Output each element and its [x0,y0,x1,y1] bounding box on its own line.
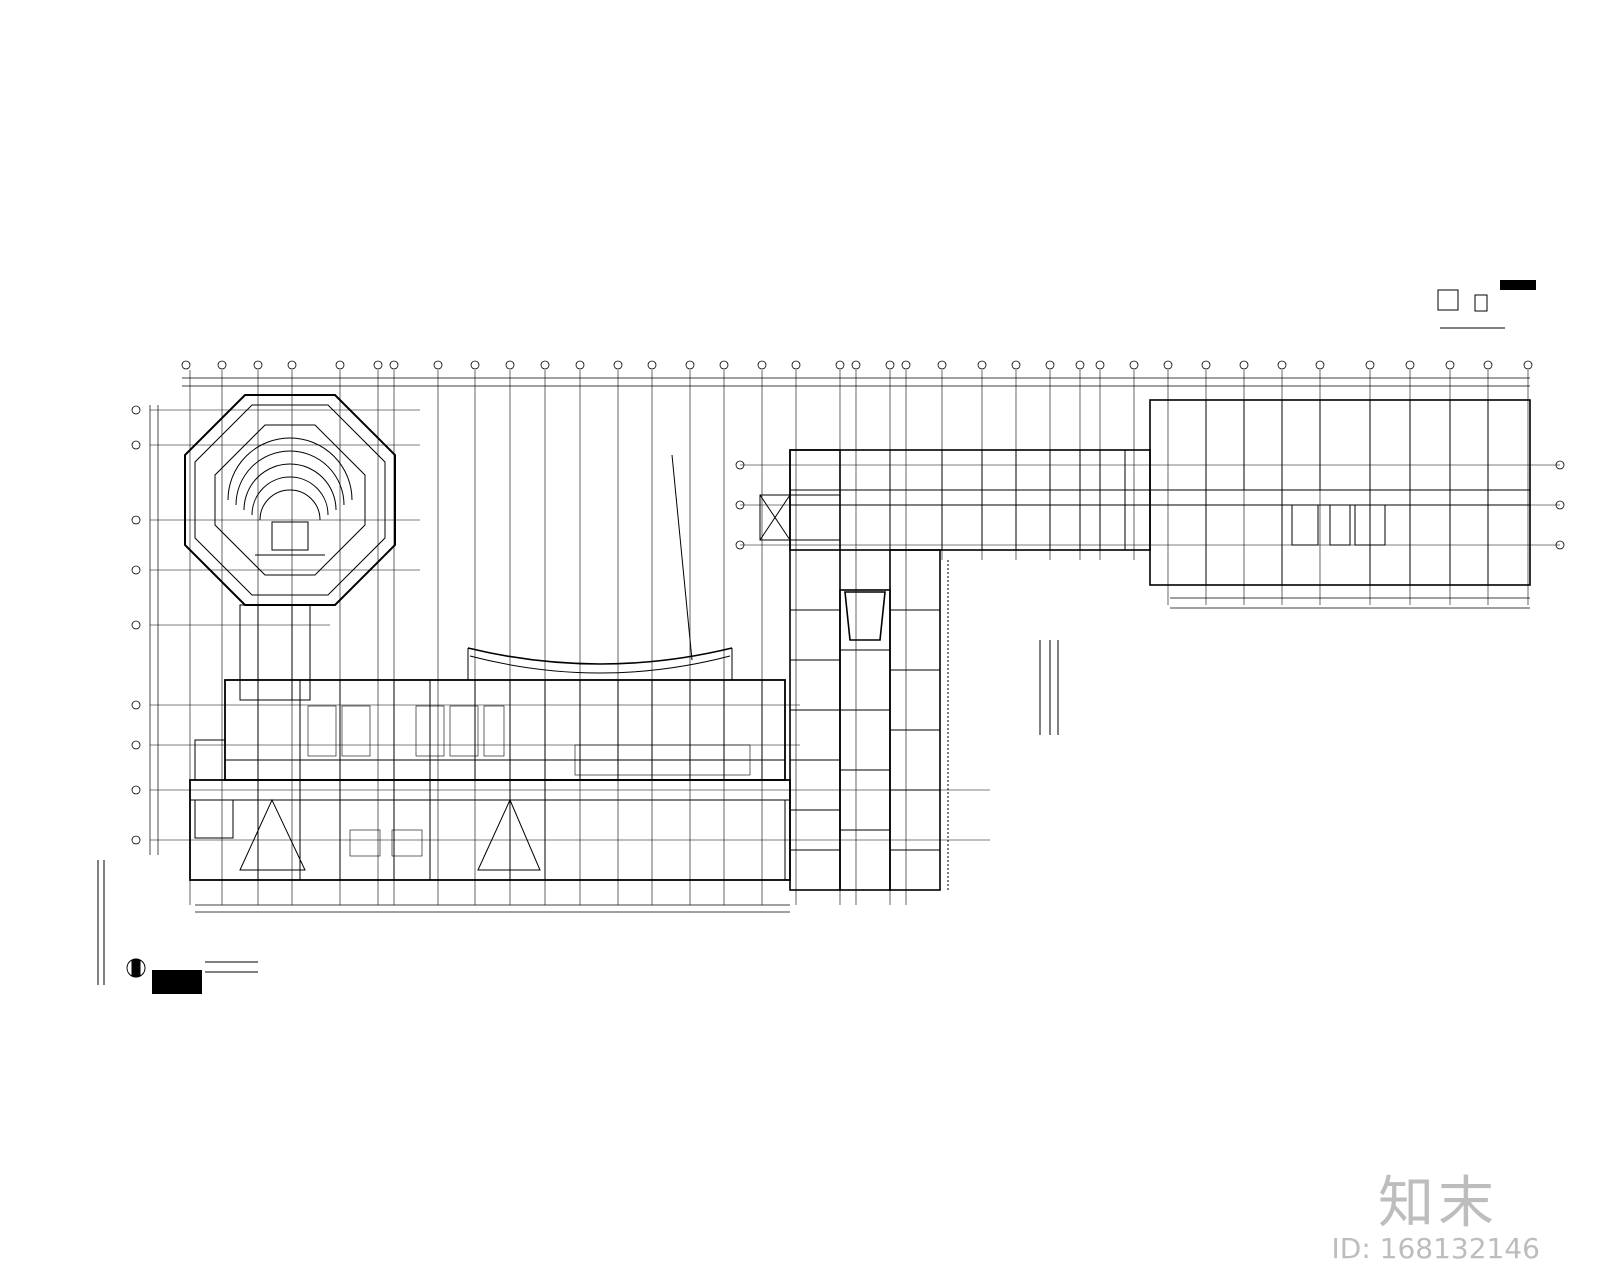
octagonal-auditorium [184,394,396,606]
dimension-lines [149,377,1530,913]
vertical-wing [789,449,949,891]
title-block-vertical [1039,640,1059,735]
axis-bubbles [131,360,1565,845]
curved-entrance-canopy [467,454,733,680]
watermark-logo: 知末 [1378,1171,1498,1236]
title-block-east [1437,280,1536,329]
watermark-id: ID: 168132146 [1331,1232,1540,1265]
east-wing [1149,399,1531,586]
title-block-main [97,860,258,994]
main-classroom-block [189,679,791,881]
north-corridor-wing [759,449,1151,551]
